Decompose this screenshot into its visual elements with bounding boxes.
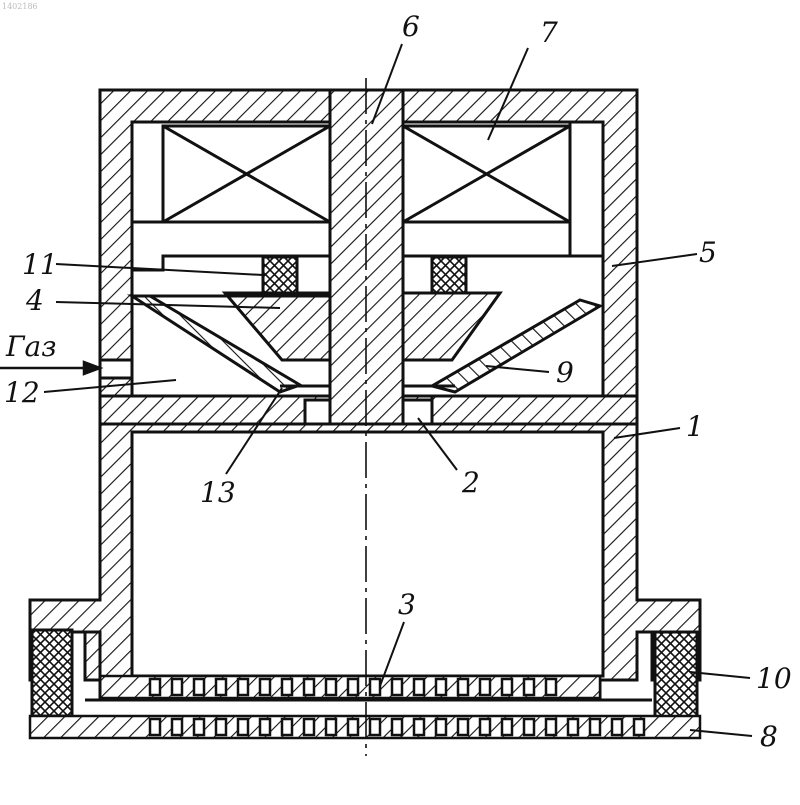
label-9: 9	[556, 356, 574, 389]
gas-label: Газ	[5, 330, 57, 363]
label-5: 5	[699, 236, 717, 269]
insulator-ring-right	[655, 632, 697, 718]
label-4: 4	[25, 284, 44, 317]
gas-inlet	[100, 360, 132, 378]
label-11: 11	[22, 248, 58, 281]
label-7: 7	[540, 16, 558, 49]
label-2: 2	[461, 466, 480, 499]
lower-chamber	[132, 432, 603, 676]
bottom-plate-8	[30, 716, 700, 738]
insulator-ring-left	[32, 630, 72, 716]
label-1: 1	[686, 410, 704, 443]
perforated-plate-3	[100, 676, 600, 698]
label-10: 10	[756, 662, 792, 695]
label-6: 6	[402, 10, 420, 43]
shaft-sleeve-right	[403, 400, 432, 426]
coil-left	[132, 126, 330, 270]
label-12: 12	[4, 376, 40, 409]
coil-right	[403, 122, 603, 256]
shaft-sleeve	[305, 400, 330, 426]
insulator-left	[263, 257, 297, 293]
label-8: 8	[760, 720, 778, 753]
label-13: 13	[200, 476, 236, 509]
corner-mark: 1402186	[2, 2, 38, 11]
label-3: 3	[398, 588, 416, 621]
gas-arrow	[0, 362, 100, 374]
insulator-right	[432, 257, 466, 293]
